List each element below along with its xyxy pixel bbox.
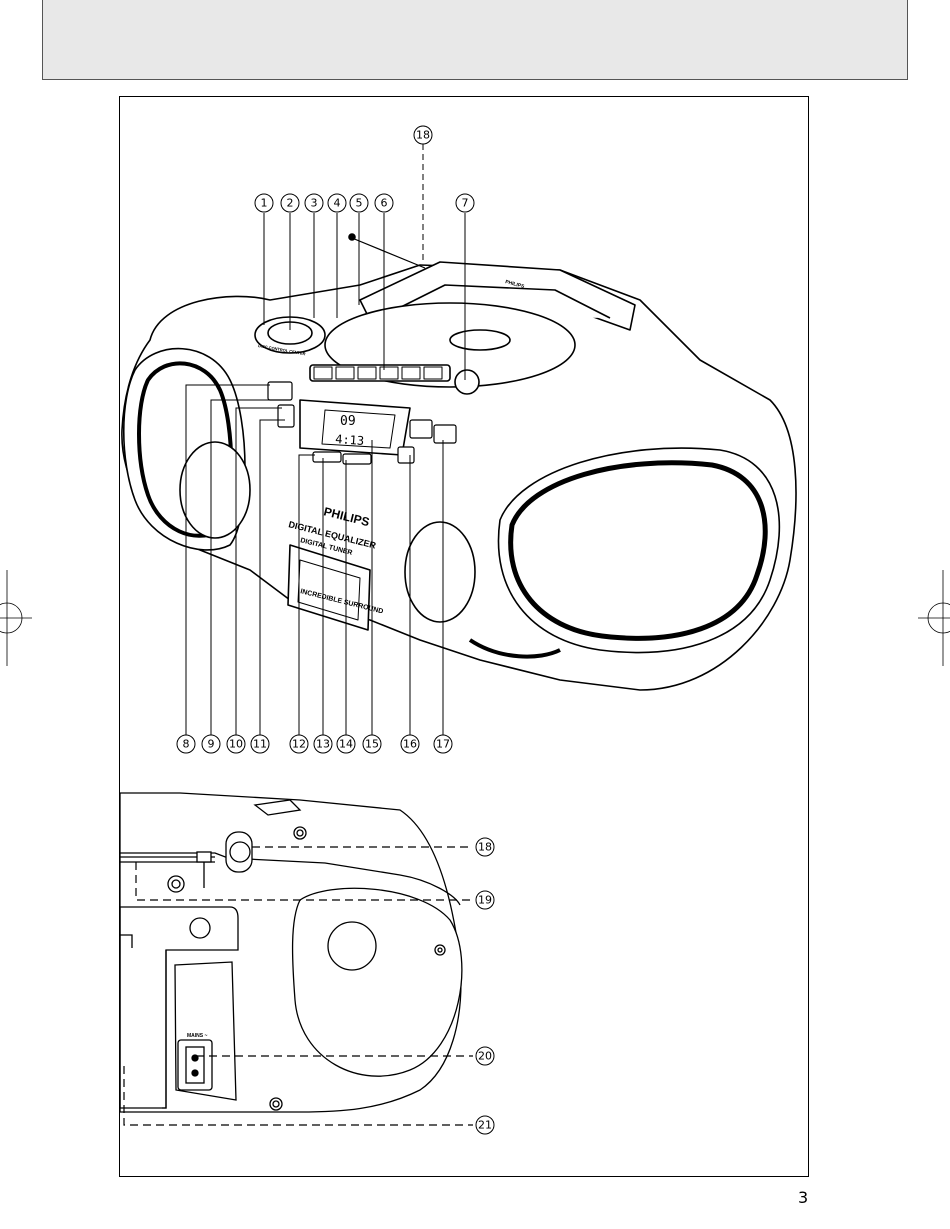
callout-6: 6 (381, 197, 388, 210)
callout-16: 16 (403, 738, 417, 751)
callout-9: 9 (208, 738, 215, 751)
callout-5: 5 (356, 197, 363, 210)
callout-11: 11 (253, 738, 267, 751)
callout-8: 8 (183, 738, 190, 751)
boombox-front (121, 233, 797, 691)
callout-back-18: 18 (478, 841, 492, 854)
top-brand: PHILIPS (504, 279, 525, 290)
callout-10: 10 (229, 738, 243, 751)
callout-leaders-bottom (185, 384, 444, 735)
callout-17: 17 (436, 738, 450, 751)
callout-15: 15 (365, 738, 379, 751)
callout-back-21: 21 (478, 1119, 492, 1132)
callout-12: 12 (292, 738, 306, 751)
display-track: 09 (340, 414, 356, 429)
callout-3: 3 (311, 197, 318, 210)
callouts-back: 18 19 20 21 (475, 837, 495, 1135)
mains-label: MAINS ~ (187, 1033, 208, 1039)
callouts-top: 18 (413, 125, 433, 145)
callout-leaders-top (263, 144, 466, 380)
callout-back-19: 19 (478, 894, 492, 907)
callout-4: 4 (334, 197, 341, 210)
display-time: 4:13 (335, 432, 365, 448)
callout-1: 1 (261, 197, 268, 210)
callout-leaders-back (123, 846, 473, 1126)
header-band (42, 0, 908, 80)
callout-18: 18 (416, 129, 430, 142)
callout-13: 13 (316, 738, 330, 751)
illustration-frame (119, 96, 809, 1177)
page-number: 3 (798, 1188, 809, 1207)
callouts-row2: 8 9 10 11 12 13 14 15 16 17 (176, 734, 453, 754)
callout-back-20: 20 (478, 1050, 492, 1063)
callout-7: 7 (462, 197, 469, 210)
boombox-back (119, 792, 463, 1113)
callout-2: 2 (287, 197, 294, 210)
callouts-row1: 1 2 3 4 5 6 7 (254, 193, 475, 213)
callout-14: 14 (339, 738, 353, 751)
